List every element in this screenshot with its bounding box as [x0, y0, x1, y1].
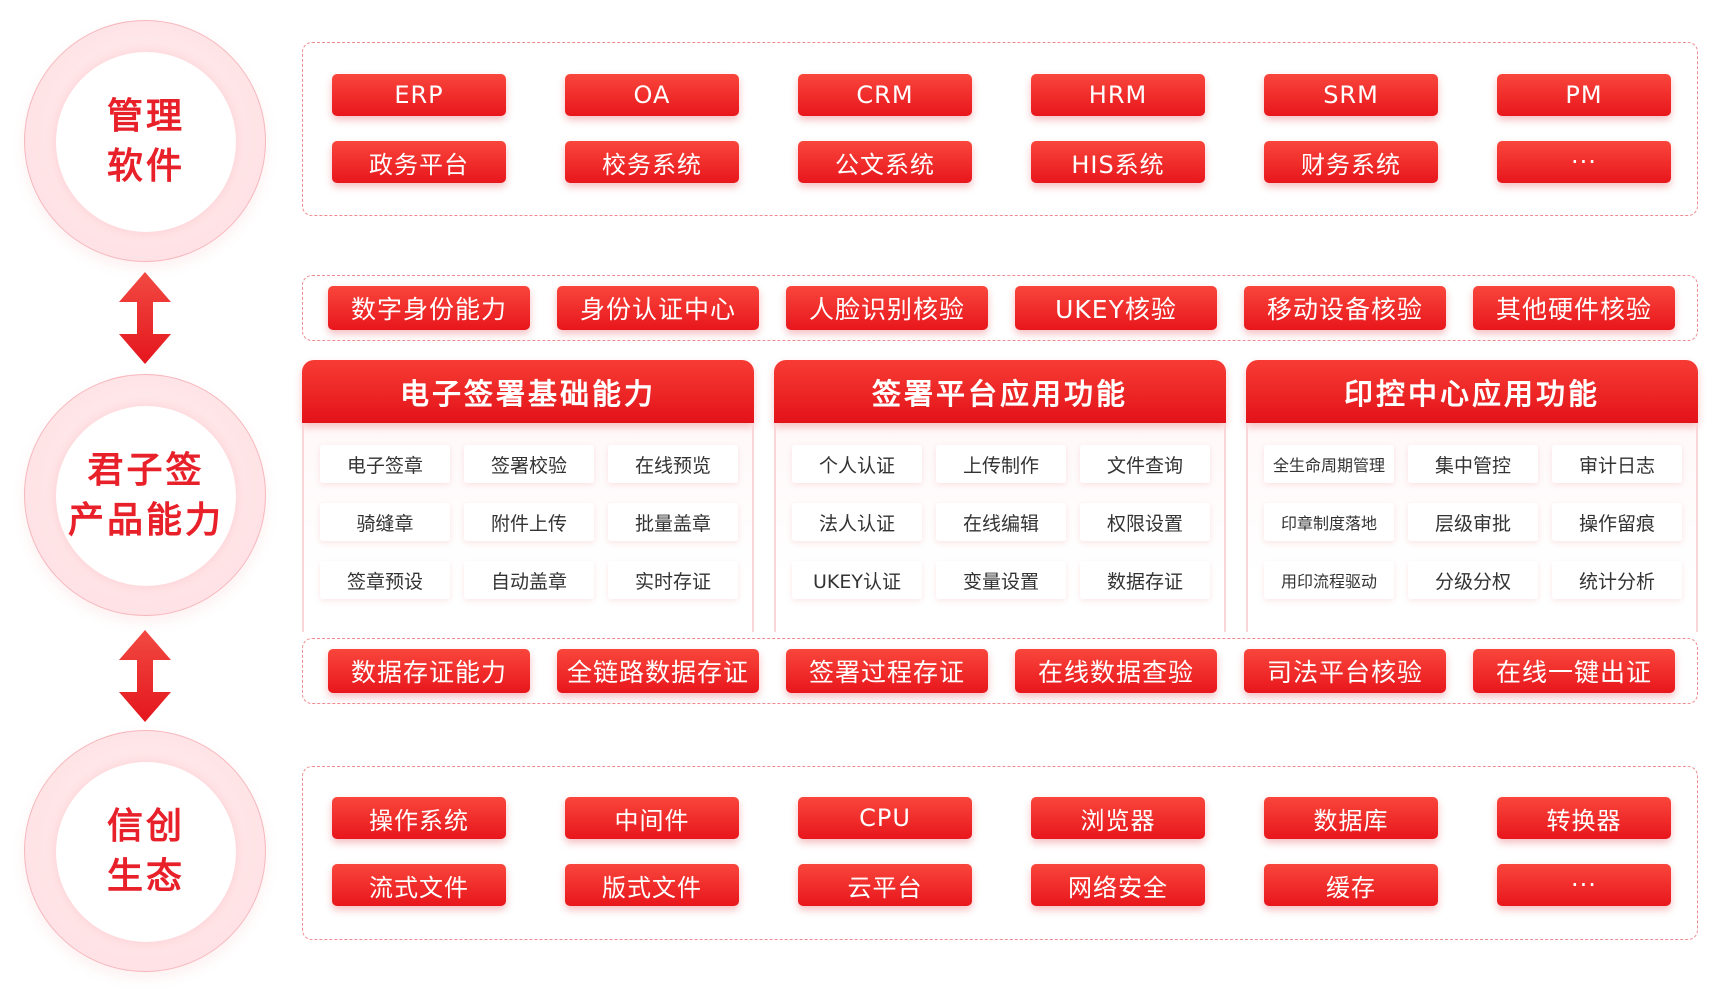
feature-cell: 批量盖章: [608, 503, 738, 541]
software-pill: 公文系统: [798, 141, 972, 183]
panel-body: 全生命周期管理 集中管控 审计日志 印章制度落地 层级审批 操作留痕 用印流程驱…: [1246, 423, 1698, 632]
evidence-pill: 司法平台核验: [1244, 649, 1446, 693]
evidence-capability-box: [302, 638, 1698, 704]
software-pill: HRM: [1031, 74, 1205, 116]
ecosystem-pill: ···: [1497, 864, 1671, 906]
software-pill: PM: [1497, 74, 1671, 116]
panel-title: 印控中心应用功能: [1246, 360, 1698, 423]
circle-label-line2: 产品能力: [67, 500, 224, 541]
identity-pill: 移动设备核验: [1244, 286, 1446, 330]
circle-label-line1: 君子签: [87, 450, 205, 491]
feature-cell: 操作留痕: [1552, 503, 1682, 541]
panel-title: 电子签署基础能力: [302, 360, 754, 423]
software-pill: HIS系统: [1031, 141, 1205, 183]
circle-label-line1: 管理: [106, 96, 185, 137]
feature-cell: 文件查询: [1080, 445, 1210, 483]
software-pill: 校务系统: [565, 141, 739, 183]
feature-cell: 数据存证: [1080, 561, 1210, 599]
feature-cell: 统计分析: [1552, 561, 1682, 599]
panel-body: 个人认证 上传制作 文件查询 法人认证 在线编辑 权限设置 UKEY认证 变量设…: [774, 423, 1226, 632]
circle-management-software: 管理 软件: [24, 20, 266, 262]
feature-cell: 分级分权: [1408, 561, 1538, 599]
evidence-pill: 在线数据查验: [1015, 649, 1217, 693]
feature-cell: 电子签章: [320, 445, 450, 483]
feature-cell: 签署校验: [464, 445, 594, 483]
panel-body: 电子签章 签署校验 在线预览 骑缝章 附件上传 批量盖章 签章预设 自动盖章 实…: [302, 423, 754, 632]
evidence-pill: 全链路数据存证: [557, 649, 759, 693]
feature-cell: 印章制度落地: [1264, 503, 1394, 541]
circle-product-capability: 君子签 产品能力: [24, 374, 266, 616]
circle-label-line2: 生态: [106, 856, 185, 897]
software-pill: ···: [1497, 141, 1671, 183]
feature-cell: 自动盖章: [464, 561, 594, 599]
identity-pill: 其他硬件核验: [1473, 286, 1675, 330]
feature-cell: 个人认证: [792, 445, 922, 483]
feature-cell: 权限设置: [1080, 503, 1210, 541]
feature-cell: 法人认证: [792, 503, 922, 541]
identity-pill: UKEY核验: [1015, 286, 1217, 330]
identity-pill: 数字身份能力: [328, 286, 530, 330]
ecosystem-pill: 流式文件: [332, 864, 506, 906]
identity-capability-box: [302, 275, 1698, 341]
panel-title: 签署平台应用功能: [774, 360, 1226, 423]
feature-cell: 在线预览: [608, 445, 738, 483]
feature-cell: 全生命周期管理: [1264, 445, 1394, 483]
circle-label-line1: 信创: [106, 806, 185, 847]
circle-inner: 管理 软件: [56, 52, 236, 232]
identity-pill: 身份认证中心: [557, 286, 759, 330]
ecosystem-pill: 云平台: [798, 864, 972, 906]
double-arrow-icon: [119, 630, 171, 722]
double-arrow-icon: [119, 272, 171, 364]
evidence-pill: 数据存证能力: [328, 649, 530, 693]
circle-xinchuang-ecosystem: 信创 生态: [24, 730, 266, 972]
ecosystem-pill: 中间件: [565, 797, 739, 839]
feature-cell: 在线编辑: [936, 503, 1066, 541]
software-pill: 政务平台: [332, 141, 506, 183]
ecosystem-pill: 版式文件: [565, 864, 739, 906]
ecosystem-pill: 操作系统: [332, 797, 506, 839]
ecosystem-pill: 网络安全: [1031, 864, 1205, 906]
identity-pill: 人脸识别核验: [786, 286, 988, 330]
feature-cell: 集中管控: [1408, 445, 1538, 483]
ecosystem-pill: 数据库: [1264, 797, 1438, 839]
feature-cell: 变量设置: [936, 561, 1066, 599]
circle-inner: 君子签 产品能力: [56, 406, 236, 586]
ecosystem-pill: CPU: [798, 797, 972, 839]
evidence-pill: 签署过程存证: [786, 649, 988, 693]
panel-signing-platform: 签署平台应用功能 个人认证 上传制作 文件查询 法人认证 在线编辑 权限设置 U…: [774, 360, 1226, 632]
feature-cell: 层级审批: [1408, 503, 1538, 541]
management-software-box: [302, 42, 1698, 216]
feature-cell: 审计日志: [1552, 445, 1682, 483]
ecosystem-pill: 缓存: [1264, 864, 1438, 906]
feature-cell: 骑缝章: [320, 503, 450, 541]
circle-label-line2: 软件: [106, 146, 185, 187]
evidence-pill: 在线一键出证: [1473, 649, 1675, 693]
feature-cell: 附件上传: [464, 503, 594, 541]
feature-cell: 上传制作: [936, 445, 1066, 483]
ecosystem-pill: 转换器: [1497, 797, 1671, 839]
software-pill: 财务系统: [1264, 141, 1438, 183]
feature-cell: 签章预设: [320, 561, 450, 599]
software-pill: CRM: [798, 74, 972, 116]
software-pill: ERP: [332, 74, 506, 116]
circle-inner: 信创 生态: [56, 762, 236, 942]
feature-cell: UKEY认证: [792, 561, 922, 599]
feature-cell: 用印流程驱动: [1264, 561, 1394, 599]
software-pill: SRM: [1264, 74, 1438, 116]
panel-seal-control: 印控中心应用功能 全生命周期管理 集中管控 审计日志 印章制度落地 层级审批 操…: [1246, 360, 1698, 632]
xinchuang-ecosystem-box: [302, 766, 1698, 940]
ecosystem-pill: 浏览器: [1031, 797, 1205, 839]
feature-cell: 实时存证: [608, 561, 738, 599]
panel-signing-basics: 电子签署基础能力 电子签章 签署校验 在线预览 骑缝章 附件上传 批量盖章 签章…: [302, 360, 754, 632]
software-pill: OA: [565, 74, 739, 116]
